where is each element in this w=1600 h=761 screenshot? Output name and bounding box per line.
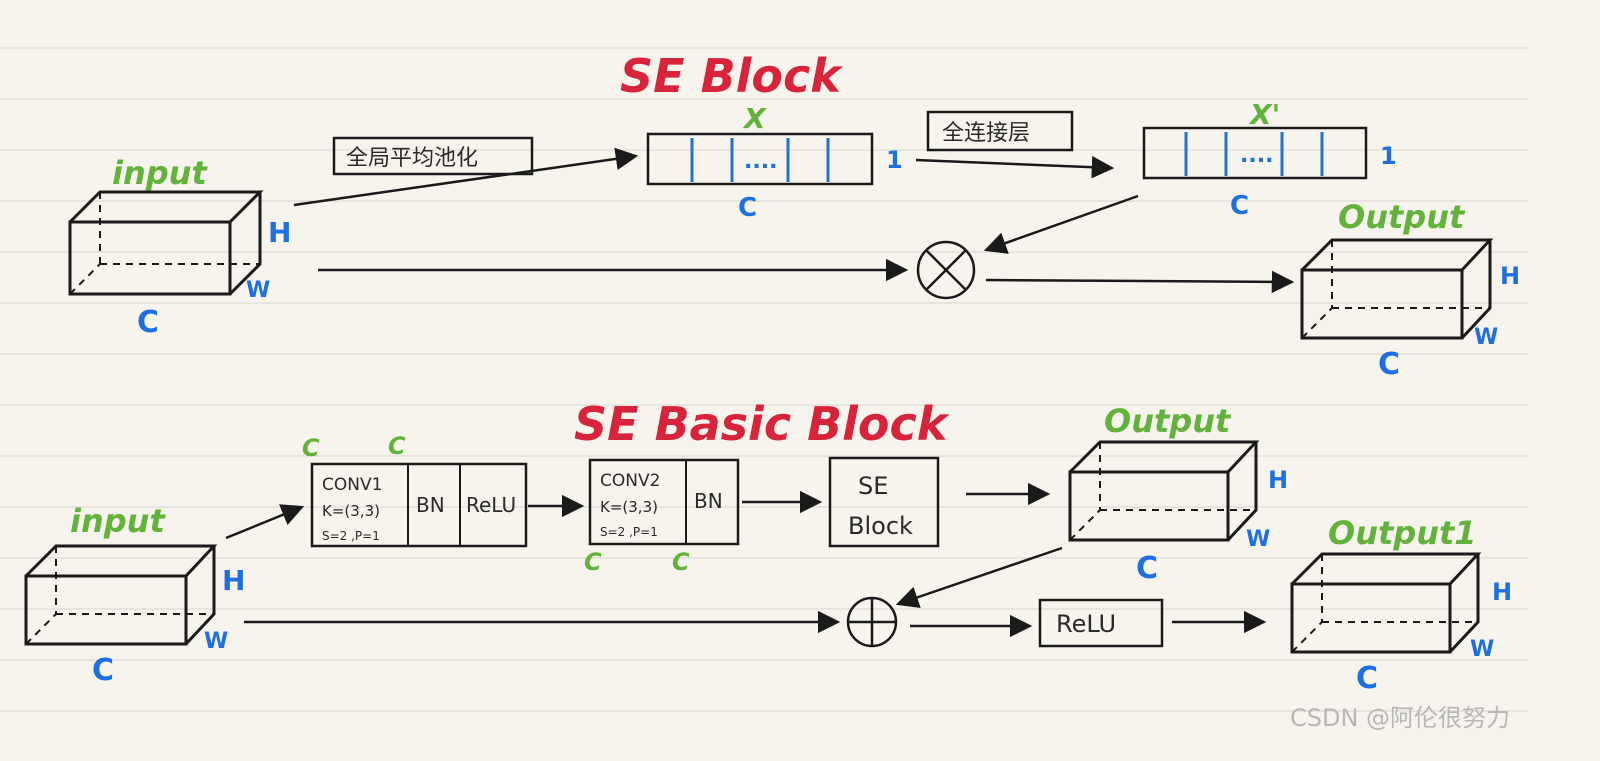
output1-w-label: W <box>1470 637 1494 662</box>
vector-x-one: 1 <box>886 146 903 174</box>
se-block-title: SE Block <box>620 49 843 103</box>
top-input-w-label: W <box>246 278 270 303</box>
relu-box: ReLU <box>1038 598 1164 648</box>
conv1-name: CONV1 <box>322 475 382 495</box>
top-output-w-label: W <box>1474 325 1498 350</box>
bottom-output-c-label: C <box>1136 551 1158 586</box>
fc-label-box: 全连接层 <box>926 110 1074 152</box>
output1-h-label: H <box>1492 578 1512 606</box>
arrow-multiply-to-output <box>985 270 1295 294</box>
top-output-h-label: H <box>1500 262 1520 290</box>
se-basic-block-title: SE Basic Block <box>574 397 950 451</box>
se-block-box-line1: SE <box>858 472 888 500</box>
conv1-block: CONV1 K=(3,3) S=2 ,P=1 BN ReLU <box>310 462 528 548</box>
relu-box-label: ReLU <box>1056 610 1116 638</box>
bottom-input-c-label: C <box>92 653 114 688</box>
watermark: CSDN @阿伦很努力 <box>1290 704 1510 732</box>
se-basic-block-section: SE Basic Block input H W C CONV1 K=(3,3)… <box>24 397 1512 696</box>
conv2-kernel: K=(3,3) <box>600 498 658 516</box>
vector-x-prime-one: 1 <box>1380 142 1397 170</box>
conv1-relu: ReLU <box>466 493 516 517</box>
gap-label-box: 全局平均池化 <box>332 136 534 176</box>
conv1-bn: BN <box>416 493 445 517</box>
vector-x-c: C <box>738 193 757 223</box>
add-icon <box>846 596 898 648</box>
conv2-bn: BN <box>694 489 723 513</box>
vector-x-prime: .... <box>1142 126 1368 180</box>
conv1-stride: S=2 ,P=1 <box>322 529 380 543</box>
output1-label: Output1 <box>1328 514 1477 552</box>
top-input-h-label: H <box>268 216 291 249</box>
vector-x: .... <box>646 132 874 186</box>
vector-x-prime-label: X' <box>1248 98 1280 131</box>
conv2-c-out: C <box>672 548 690 576</box>
top-output-cuboid <box>1300 238 1494 340</box>
bottom-output-label: Output <box>1104 402 1232 440</box>
conv1-kernel: K=(3,3) <box>322 502 380 520</box>
vector-x-label: X <box>742 102 767 135</box>
output1-c-label: C <box>1356 661 1378 696</box>
bottom-output-cuboid <box>1068 440 1260 542</box>
arrow-input-to-conv1 <box>225 504 305 540</box>
top-input-c-label: C <box>137 305 159 340</box>
top-input-cuboid <box>68 190 264 296</box>
arrow-output-to-add <box>895 546 1063 609</box>
top-output-c-label: C <box>1378 347 1400 382</box>
se-block-box: SE Block <box>828 456 940 548</box>
notebook-rules <box>0 47 1528 712</box>
arrow-x-to-xprime <box>915 155 1115 179</box>
conv2-block: CONV2 K=(3,3) S=2 ,P=1 BN <box>588 458 740 546</box>
se-block-section: SE Block input H W C 全局平均池化 <box>68 49 1520 382</box>
fc-label: 全连接层 <box>942 121 1030 146</box>
arrow-xprime-to-multiply <box>983 194 1139 254</box>
multiply-icon <box>916 240 976 300</box>
top-output-label: Output <box>1338 198 1466 236</box>
bottom-input-label: input <box>70 502 166 540</box>
conv2-name: CONV2 <box>600 471 660 491</box>
conv1-c-in: C <box>302 434 320 462</box>
bottom-output-w-label: W <box>1246 527 1270 552</box>
bottom-input-w-label: W <box>204 629 228 654</box>
bottom-output-h-label: H <box>1268 466 1288 494</box>
output1-cuboid <box>1290 552 1482 654</box>
conv2-c-in: C <box>584 548 602 576</box>
vector-x-dots: .... <box>744 149 777 174</box>
arrow-input-to-x <box>293 147 639 207</box>
conv2-stride: S=2 ,P=1 <box>600 525 658 539</box>
gap-label: 全局平均池化 <box>346 146 478 171</box>
se-block-box-line2: Block <box>848 512 913 540</box>
top-input-label: input <box>112 154 208 192</box>
vector-x-prime-c: C <box>1230 191 1249 221</box>
conv1-c-out: C <box>388 432 406 460</box>
bottom-input-cuboid <box>24 544 218 646</box>
vector-x-prime-dots: .... <box>1240 143 1273 168</box>
bottom-input-h-label: H <box>222 564 245 597</box>
